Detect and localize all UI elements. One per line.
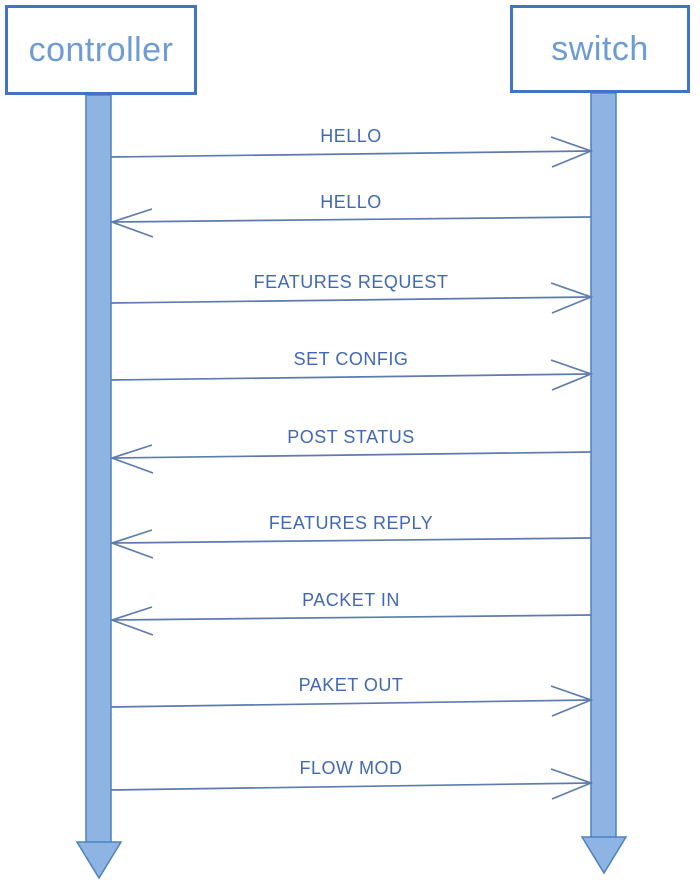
arrowhead-left-icon bbox=[109, 529, 154, 559]
message-5-features-reply: FEATURES REPLY bbox=[109, 513, 592, 559]
message-line bbox=[111, 451, 592, 459]
message-line bbox=[111, 216, 592, 223]
down-arrow-icon bbox=[580, 836, 628, 875]
message-4-post-status: POST STATUS bbox=[109, 427, 592, 474]
actor-box-controller: controller bbox=[5, 5, 197, 95]
message-label: PAKET OUT bbox=[299, 675, 404, 695]
message-line bbox=[110, 150, 592, 158]
message-1-hello: HELLO bbox=[109, 192, 592, 238]
message-label: PACKET IN bbox=[302, 590, 400, 610]
message-6-packet-in: PACKET IN bbox=[109, 590, 592, 636]
message-label: SET CONFIG bbox=[294, 349, 409, 369]
actor-label-switch: switch bbox=[551, 30, 649, 68]
message-label: POST STATUS bbox=[287, 427, 415, 447]
arrowhead-left-icon bbox=[109, 208, 154, 238]
message-label: FEATURES REPLY bbox=[269, 513, 433, 533]
arrowhead-left-icon bbox=[109, 444, 154, 474]
message-line bbox=[110, 699, 592, 708]
message-0-hello: HELLO bbox=[110, 126, 594, 168]
lifeline-controller bbox=[75, 94, 123, 880]
lifeline-switch bbox=[580, 92, 628, 875]
message-label: FEATURES REQUEST bbox=[254, 272, 449, 292]
message-line bbox=[111, 537, 592, 544]
message-label: FLOW MOD bbox=[300, 758, 403, 778]
down-arrow-icon bbox=[75, 841, 123, 880]
lifeline-bar-switch bbox=[590, 92, 617, 839]
message-label: HELLO bbox=[320, 192, 382, 212]
message-line bbox=[110, 782, 592, 791]
actor-box-switch: switch bbox=[510, 5, 690, 93]
messages-layer: HELLO HELLO FEATURES REQUEST SET CONFIG POST… bbox=[109, 126, 594, 800]
message-line bbox=[110, 296, 592, 304]
message-line bbox=[110, 373, 592, 381]
lifeline-bar-controller bbox=[85, 94, 112, 844]
arrowhead-right-icon bbox=[550, 136, 594, 168]
arrowhead-right-icon bbox=[550, 685, 594, 717]
message-2-features-request: FEATURES REQUEST bbox=[110, 272, 594, 314]
arrowhead-right-icon bbox=[550, 282, 594, 314]
message-7-paket-out: PAKET OUT bbox=[110, 675, 594, 717]
message-8-flow-mod: FLOW MOD bbox=[110, 758, 594, 800]
arrowhead-right-icon bbox=[550, 768, 594, 800]
arrowhead-right-icon bbox=[550, 359, 594, 391]
arrowhead-left-icon bbox=[109, 606, 154, 636]
message-line bbox=[111, 614, 592, 621]
message-label: HELLO bbox=[320, 126, 382, 146]
message-3-set-config: SET CONFIG bbox=[110, 349, 594, 391]
actor-label-controller: controller bbox=[28, 31, 174, 69]
